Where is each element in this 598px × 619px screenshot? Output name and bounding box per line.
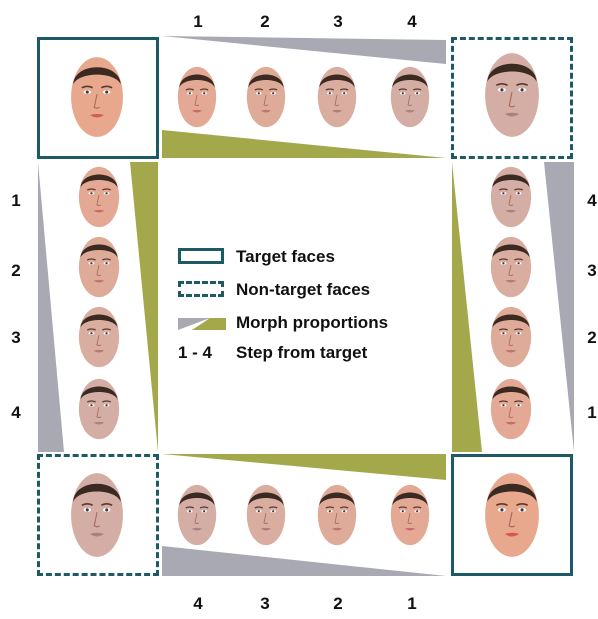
face-illustration bbox=[246, 484, 286, 546]
step-number-right-2: 2 bbox=[587, 328, 597, 347]
right-olive-wedge bbox=[452, 162, 482, 452]
face-bottom-step-4 bbox=[177, 484, 217, 546]
top-gray-wedge bbox=[162, 36, 446, 64]
step-number-bottom-1: 1 bbox=[407, 594, 417, 613]
face-illustration bbox=[490, 236, 532, 298]
face-illustration bbox=[177, 66, 217, 128]
face-illustration bbox=[71, 473, 123, 557]
face-corner-bottom-left bbox=[70, 472, 124, 558]
step-number-left-2: 2 bbox=[11, 261, 21, 280]
face-right-step-3 bbox=[490, 236, 532, 298]
legend-morph-label: Morph proportions bbox=[236, 313, 389, 332]
face-illustration bbox=[490, 166, 532, 228]
face-illustration bbox=[490, 378, 532, 440]
step-number-left-4: 4 bbox=[11, 403, 21, 422]
legend-row-nontarget: Non-target faces bbox=[176, 279, 456, 301]
face-illustration bbox=[317, 484, 357, 546]
face-right-step-4 bbox=[490, 166, 532, 228]
step-number-top-4: 4 bbox=[407, 12, 417, 31]
step-number-left-1: 1 bbox=[11, 191, 21, 210]
face-illustration bbox=[390, 484, 430, 546]
face-top-step-4 bbox=[390, 66, 430, 128]
legend-row-steps: 1 - 4 Step from target bbox=[176, 342, 456, 364]
face-illustration bbox=[485, 53, 539, 137]
face-illustration bbox=[177, 484, 217, 546]
top-olive-wedge bbox=[162, 130, 446, 158]
face-illustration bbox=[317, 66, 357, 128]
face-corner-top-right bbox=[484, 52, 540, 138]
face-left-step-3 bbox=[78, 306, 120, 368]
step-number-right-3: 3 bbox=[587, 261, 597, 280]
step-number-bottom-3: 3 bbox=[260, 594, 270, 613]
dashed-frame-swatch bbox=[178, 281, 224, 297]
step-number-top-1: 1 bbox=[193, 12, 203, 31]
step-number-right-1: 1 bbox=[587, 403, 597, 422]
legend-row-target: Target faces bbox=[176, 246, 456, 268]
face-top-step-1 bbox=[177, 66, 217, 128]
face-corner-top-left bbox=[70, 56, 124, 138]
legend-row-morph: Morph proportions bbox=[176, 312, 456, 334]
morph-swatch bbox=[178, 318, 226, 330]
face-bottom-step-2 bbox=[317, 484, 357, 546]
left-gray-wedge bbox=[38, 162, 64, 452]
face-illustration bbox=[78, 236, 120, 298]
legend-steps-label: Step from target bbox=[236, 343, 368, 362]
legend-steps-key: 1 - 4 bbox=[178, 343, 213, 362]
face-top-step-2 bbox=[246, 66, 286, 128]
step-number-top-2: 2 bbox=[260, 12, 270, 31]
face-bottom-step-1 bbox=[390, 484, 430, 546]
face-illustration bbox=[246, 66, 286, 128]
face-illustration bbox=[490, 306, 532, 368]
face-left-step-1 bbox=[78, 166, 120, 228]
legend-nontarget-label: Non-target faces bbox=[236, 280, 371, 299]
legend-target-label: Target faces bbox=[236, 247, 335, 266]
step-number-left-3: 3 bbox=[11, 328, 21, 347]
face-illustration bbox=[485, 473, 539, 557]
step-number-bottom-4: 4 bbox=[193, 594, 203, 613]
face-top-step-3 bbox=[317, 66, 357, 128]
face-left-step-4 bbox=[78, 378, 120, 440]
face-illustration bbox=[78, 306, 120, 368]
face-right-step-1 bbox=[490, 378, 532, 440]
face-right-step-2 bbox=[490, 306, 532, 368]
face-illustration bbox=[71, 57, 123, 137]
face-corner-bottom-right bbox=[484, 472, 540, 558]
step-number-bottom-2: 2 bbox=[333, 594, 343, 613]
solid-frame-swatch bbox=[178, 248, 224, 264]
face-bottom-step-3 bbox=[246, 484, 286, 546]
right-gray-wedge bbox=[544, 162, 574, 452]
face-illustration bbox=[390, 66, 430, 128]
face-illustration bbox=[78, 378, 120, 440]
bottom-olive-wedge bbox=[162, 454, 446, 480]
bottom-gray-wedge bbox=[162, 546, 446, 576]
step-number-right-4: 4 bbox=[587, 191, 597, 210]
face-left-step-2 bbox=[78, 236, 120, 298]
face-illustration bbox=[78, 166, 120, 228]
step-number-top-3: 3 bbox=[333, 12, 343, 31]
left-olive-wedge bbox=[130, 162, 158, 452]
